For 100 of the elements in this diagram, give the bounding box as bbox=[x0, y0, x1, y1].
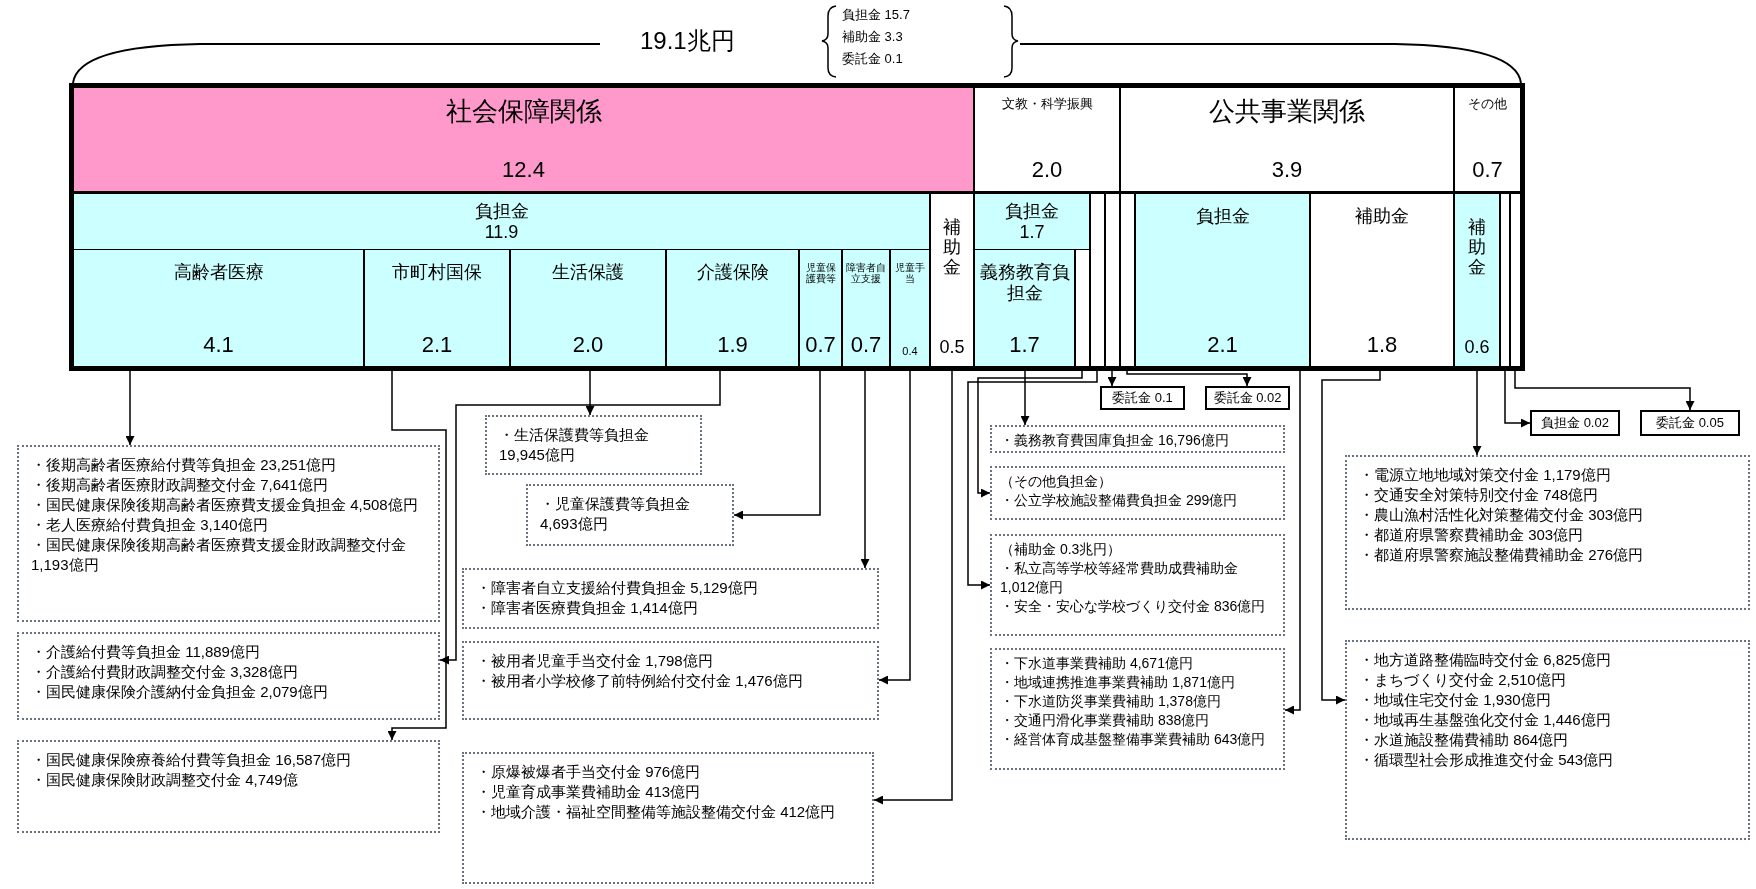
cell-heading: 負担金 bbox=[1195, 206, 1250, 227]
cell-value: 11.9 bbox=[484, 222, 519, 243]
cell-heading: 義務教育負担金 bbox=[978, 262, 1071, 304]
cell-value: 12.4 bbox=[502, 157, 545, 183]
cell-heading: 障害者自立支援 bbox=[845, 262, 887, 284]
cell-heading: 負担金 bbox=[474, 201, 529, 222]
list-item: ・障害者自立支援給付費負担金 5,129億円 bbox=[476, 578, 759, 598]
list-item: ・循環型社会形成推進交付金 543億円 bbox=[1359, 750, 1615, 770]
table-cell bbox=[73, 87, 974, 193]
cell-value: 1.9 bbox=[717, 332, 748, 358]
cell-value: 1.7 bbox=[1009, 332, 1040, 358]
item-list-box bbox=[990, 466, 1285, 520]
item-list-box bbox=[990, 534, 1285, 636]
list-item: ・農山漁村活性化対策整備交付金 303億円 bbox=[1359, 505, 1645, 525]
table-cell bbox=[799, 249, 842, 367]
list-item: （その他負担金） bbox=[1000, 472, 1113, 491]
amount-tag: 委託金 0.02 bbox=[1205, 386, 1290, 410]
list-item: ・下水道防災事業費補助 1,378億円 bbox=[1000, 692, 1222, 711]
breakdown-line: 委託金 0.1 bbox=[842, 50, 903, 68]
list-item: ・下水道事業費補助 4,671億円 bbox=[1000, 654, 1194, 673]
list-item: ・後期高齢者医療財政調整交付金 7,641億円 bbox=[31, 475, 329, 495]
list-item: ・公立学校施設整備費負担金 299億円 bbox=[1000, 491, 1239, 510]
cell-value: 0.5 bbox=[939, 336, 965, 358]
table-cell bbox=[974, 249, 1075, 367]
cell-heading: 補助金 bbox=[943, 218, 961, 278]
list-item: ・原爆被爆者手当交付金 976億円 bbox=[476, 762, 702, 782]
list-item: ・国民健康保険後期高齢者医療費支援金財政調整交付金 1,193億円 bbox=[31, 535, 407, 575]
cell-heading: 文教・科学振興 bbox=[1001, 96, 1093, 112]
cell-heading: その他 bbox=[1468, 96, 1507, 112]
item-list-box bbox=[17, 445, 440, 622]
list-item: ・介護給付費財政調整交付金 3,328億円 bbox=[31, 662, 299, 682]
cell-value: 4.1 bbox=[203, 332, 234, 358]
cell-value: 2.1 bbox=[421, 332, 453, 358]
table-strip bbox=[1120, 193, 1135, 367]
table-cell bbox=[974, 193, 1090, 367]
table-cell bbox=[842, 249, 890, 367]
list-item: ・義務教育費国庫負担金 16,796億円 bbox=[1000, 431, 1230, 450]
item-list-box bbox=[462, 641, 879, 720]
item-list-box bbox=[1345, 455, 1750, 610]
list-item: ・国民健康保険財政調整交付金 4,749億 bbox=[31, 770, 299, 790]
list-item: ・後期高齢者医療給付費等負担金 23,251億円 bbox=[31, 455, 338, 475]
amount-tag: 委託金 0.1 bbox=[1100, 386, 1185, 410]
list-item: ・介護給付費等負担金 11,889億円 bbox=[31, 642, 261, 662]
table-cell bbox=[1120, 87, 1454, 193]
item-list-box bbox=[462, 752, 874, 884]
list-item: ・都道府県警察施設整備費補助金 276億円 bbox=[1359, 545, 1645, 565]
cell-value: 2.0 bbox=[572, 332, 604, 358]
table-strip bbox=[1090, 193, 1105, 367]
table-cell bbox=[1454, 87, 1521, 193]
cell-value: 0.4 bbox=[902, 344, 918, 358]
list-item: ・地域住宅交付金 1,930億円 bbox=[1359, 690, 1552, 710]
list-item: ・地域介護・福祉空間整備等施設整備交付金 412億円 bbox=[476, 802, 837, 822]
amount-tag: 負担金 0.02 bbox=[1530, 410, 1620, 436]
cell-value: 0.7 bbox=[805, 332, 836, 358]
cell-heading: 介護保険 bbox=[696, 262, 769, 283]
cell-value: 0.7 bbox=[1472, 157, 1503, 183]
list-item: ・国民健康保険後期高齢者医療費支援金負担金 4,508億円 bbox=[31, 495, 419, 515]
table-strip bbox=[1510, 193, 1521, 367]
cell-value: 2.0 bbox=[1031, 157, 1063, 183]
cell-heading: 社会保障関係 bbox=[445, 96, 602, 126]
item-list-box bbox=[17, 632, 440, 720]
list-item: ・都道府県警察費補助金 303億円 bbox=[1359, 525, 1585, 545]
item-list-box bbox=[485, 415, 702, 475]
breakdown-line: 負担金 15.7 bbox=[842, 6, 910, 24]
table-cell bbox=[364, 249, 510, 367]
list-item: ・老人医療給付費負担金 3,140億円 bbox=[31, 515, 269, 535]
list-item: ・生活保護費等負担金 19,945億円 bbox=[499, 425, 650, 465]
list-item: ・交通円滑化事業費補助 838億円 bbox=[1000, 711, 1211, 730]
table-cell bbox=[73, 249, 364, 367]
cell-value: 3.9 bbox=[1271, 157, 1303, 183]
list-item: ・国民健康保険療養給付費等負担金 16,587億円 bbox=[31, 750, 353, 770]
item-list-box bbox=[462, 568, 879, 629]
list-item: ・電源立地地域対策交付金 1,179億円 bbox=[1359, 465, 1612, 485]
table-cell bbox=[666, 249, 799, 367]
list-item: ・国民健康保険介護納付金負担金 2,079億円 bbox=[31, 682, 329, 702]
list-item: ・私立高等学校等経常費助成費補助金 1,012億円 bbox=[1000, 559, 1239, 597]
cell-value: 1.8 bbox=[1366, 332, 1398, 358]
table-cell bbox=[1310, 193, 1454, 367]
list-item: ・被用者児童手当交付金 1,798億円 bbox=[476, 651, 714, 671]
breakdown-line: 補助金 3.3 bbox=[842, 28, 903, 46]
list-item: （補助金 0.3兆円） bbox=[1000, 540, 1123, 559]
list-item: ・安全・安心な学校づくり交付金 836億円 bbox=[1000, 597, 1267, 616]
table-strip bbox=[1075, 249, 1090, 367]
list-item: ・被用者小学校修了前特例給付交付金 1,476億円 bbox=[476, 671, 804, 691]
list-item: ・地方道路整備臨時交付金 6,825億円 bbox=[1359, 650, 1612, 670]
total-amount: 19.1兆円 bbox=[640, 26, 735, 56]
table-cell bbox=[1135, 193, 1310, 367]
list-item: ・障害者医療費負担金 1,414億円 bbox=[476, 598, 699, 618]
table-cell bbox=[930, 193, 974, 367]
cell-heading: 負担金 bbox=[1005, 201, 1059, 222]
item-list-box bbox=[1345, 640, 1750, 840]
list-item: ・まちづくり交付金 2,510億円 bbox=[1359, 670, 1567, 690]
item-list-box bbox=[17, 740, 440, 833]
list-item: ・交通安全対策特別交付金 748億円 bbox=[1359, 485, 1600, 505]
item-list-box bbox=[526, 484, 734, 546]
list-item: ・児童育成事業費補助金 413億円 bbox=[476, 782, 702, 802]
list-item: ・児童保護費等負担金 4,693億円 bbox=[540, 494, 691, 534]
item-list-box bbox=[990, 425, 1285, 453]
amount-tag: 委託金 0.05 bbox=[1640, 410, 1740, 436]
cell-heading: 児童保護費等 bbox=[804, 262, 837, 284]
